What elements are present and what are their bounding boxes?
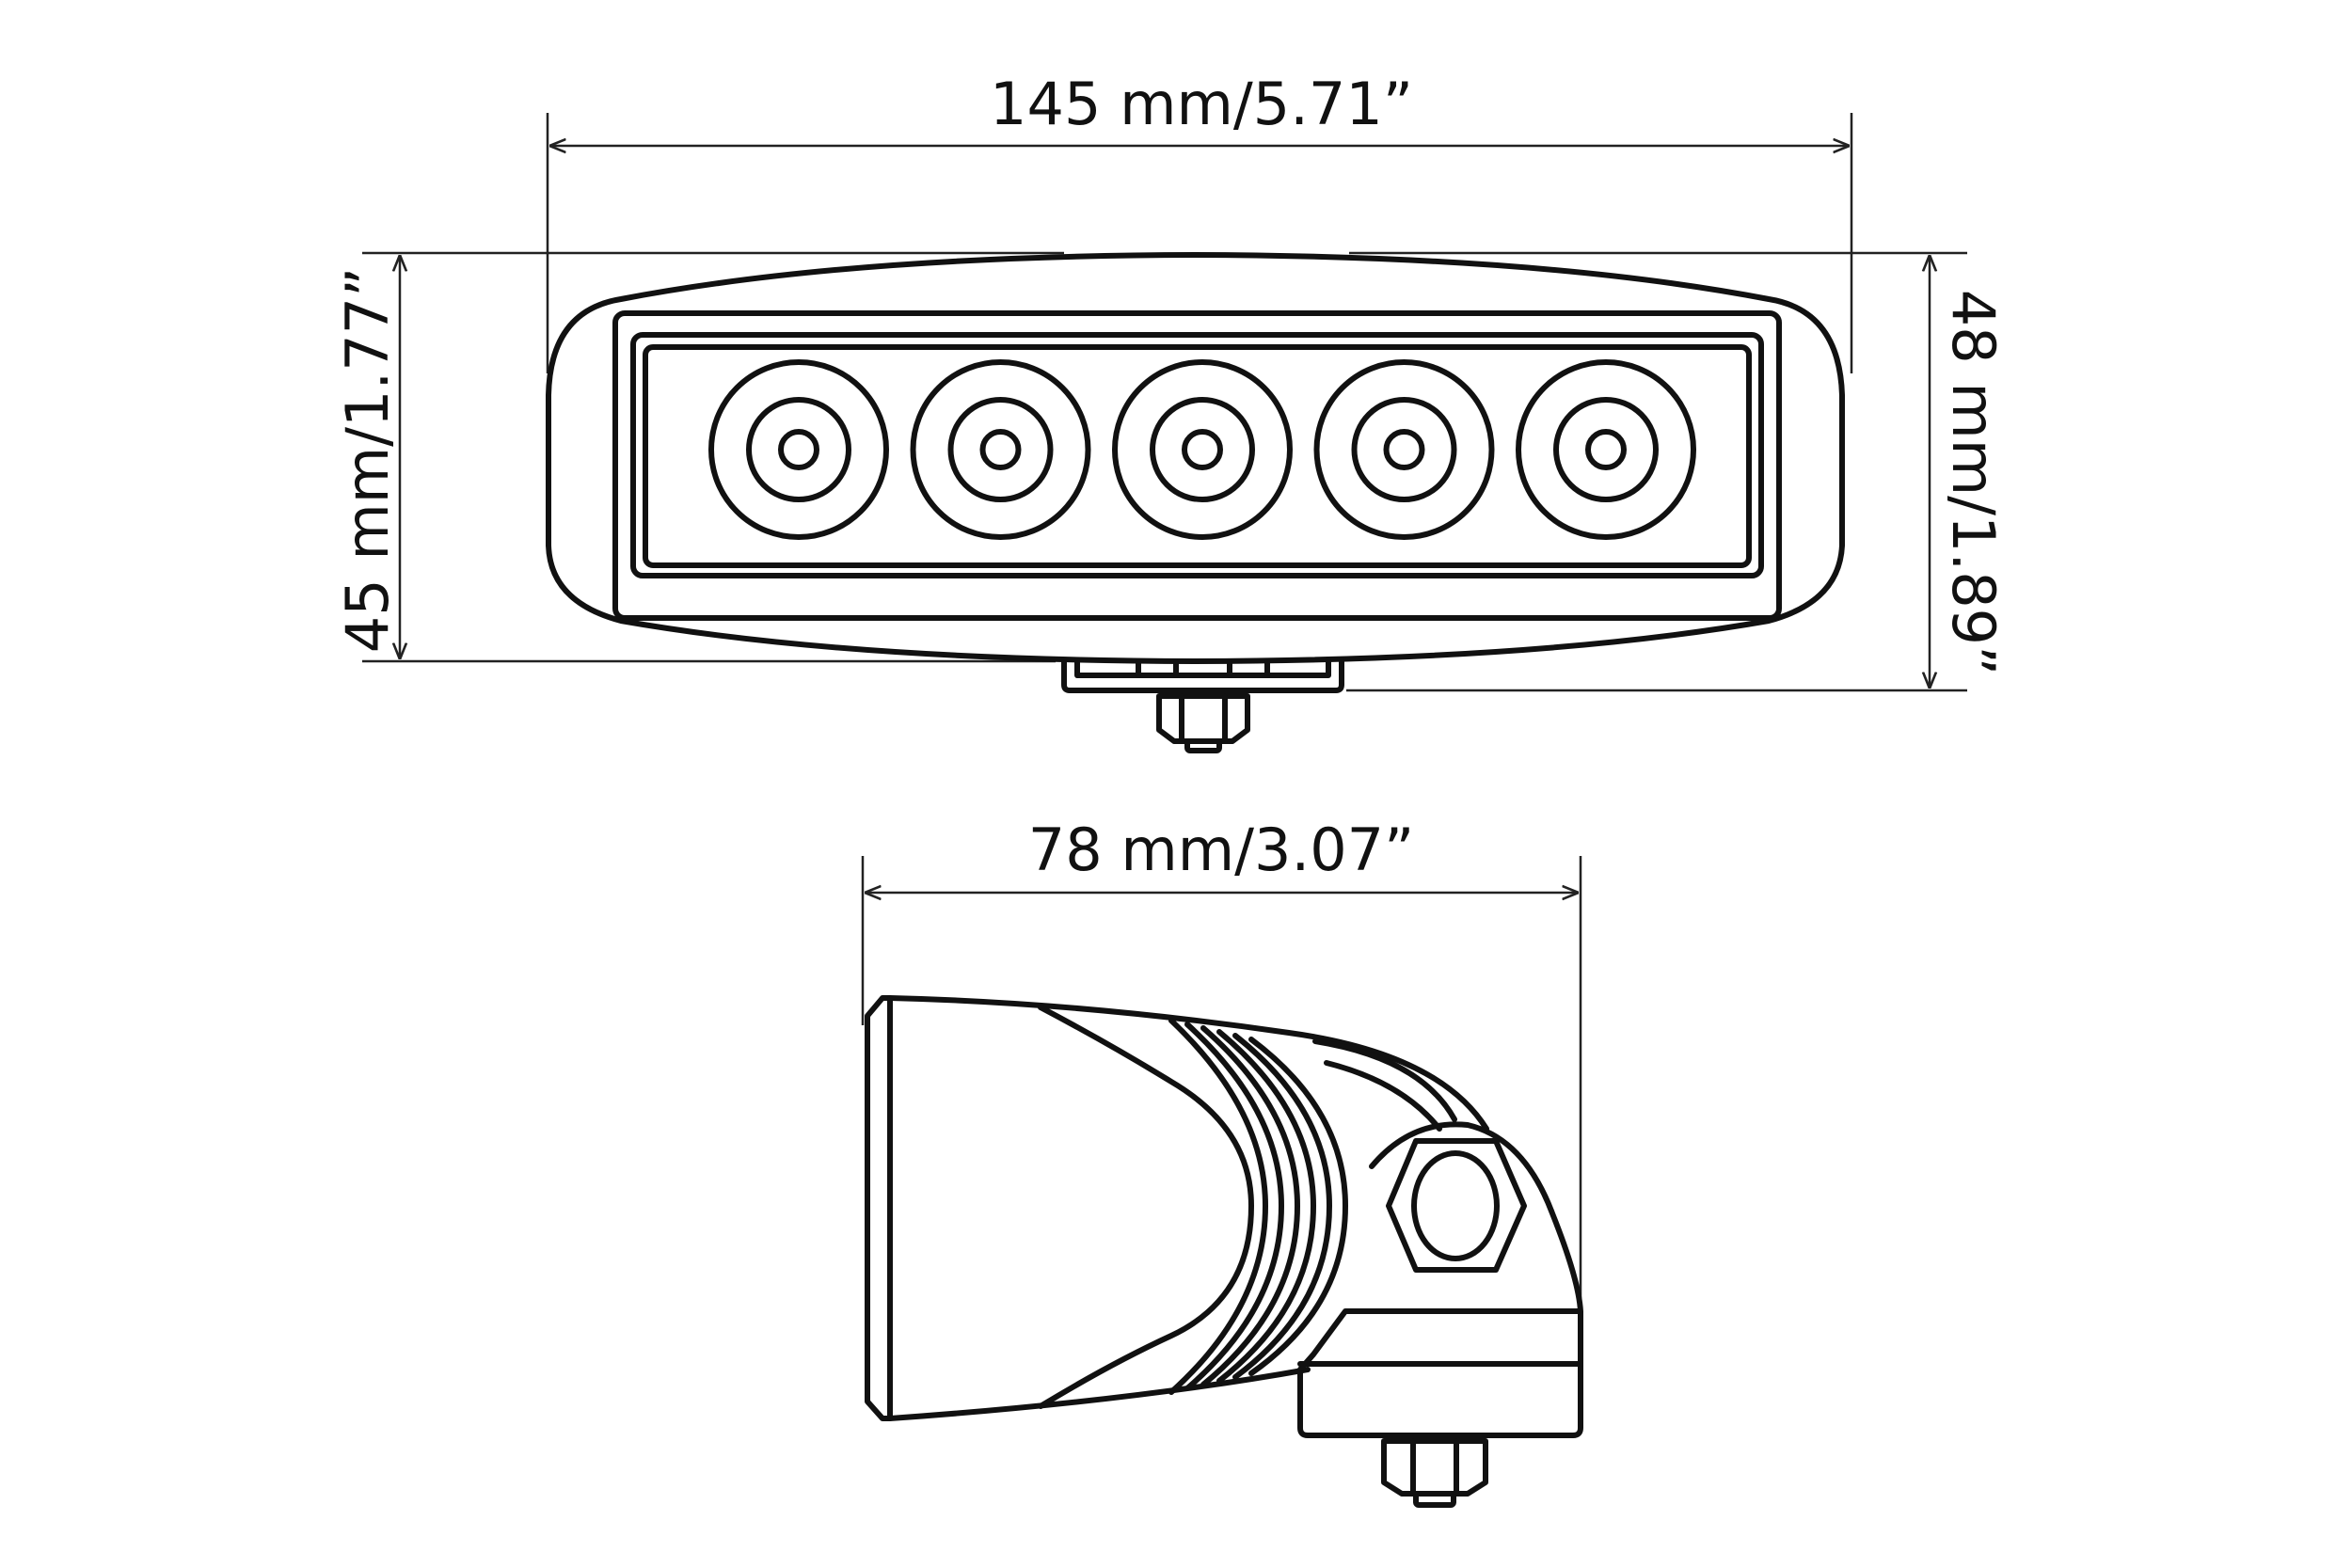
left-height-dimension: 45 mm/1.77” bbox=[333, 251, 1064, 663]
fin bbox=[1200, 1025, 1300, 1387]
led-lens bbox=[1313, 359, 1495, 540]
fin bbox=[1168, 1018, 1268, 1395]
bezel-frame bbox=[612, 310, 1782, 621]
led-ring bbox=[1351, 397, 1457, 502]
led-chip bbox=[979, 429, 1022, 470]
depth-dimension: 78 mm/3.07” bbox=[861, 816, 1582, 1304]
led-lens bbox=[1516, 359, 1696, 540]
led-ring bbox=[746, 397, 851, 502]
led-reflector bbox=[910, 359, 1091, 540]
fin bbox=[1248, 1037, 1348, 1376]
bolt-shaft bbox=[1411, 1150, 1500, 1261]
led-reflector bbox=[1516, 359, 1696, 540]
bolt-nut bbox=[1156, 693, 1250, 753]
led-lens bbox=[708, 359, 889, 540]
depth-label: 78 mm/3.07” bbox=[1028, 816, 1414, 884]
mount-bracket bbox=[1061, 657, 1344, 693]
led-chip bbox=[1585, 429, 1627, 470]
side-housing-bottom bbox=[887, 1367, 1311, 1421]
head-contour bbox=[1038, 1005, 1254, 1409]
fin bbox=[1232, 1033, 1332, 1380]
width-dimension: 145 mm/5.71” bbox=[546, 70, 1853, 373]
side-bolt-nut bbox=[1381, 1438, 1488, 1508]
led-chip bbox=[1182, 429, 1223, 470]
led-reflector bbox=[1313, 359, 1495, 540]
side-bracket bbox=[1297, 1121, 1583, 1438]
fin bbox=[1216, 1029, 1316, 1384]
led-chip bbox=[1383, 429, 1425, 470]
width-label: 145 mm/5.71” bbox=[990, 70, 1413, 138]
led-ring bbox=[947, 397, 1054, 502]
led-lens bbox=[1112, 359, 1293, 540]
bracket-arm bbox=[1312, 1038, 1457, 1132]
right-height-label: 48 mm/1.89” bbox=[1939, 290, 2008, 675]
lens-frame bbox=[630, 332, 1764, 578]
hex-bolt-head bbox=[1386, 1138, 1527, 1273]
led-reflector bbox=[708, 359, 889, 540]
lens-inner bbox=[643, 344, 1752, 568]
front-view bbox=[546, 252, 1845, 753]
front-plate bbox=[865, 995, 893, 1421]
right-height-dimension: 48 mm/1.89” bbox=[1346, 251, 2008, 692]
led-ring bbox=[1150, 397, 1255, 502]
led-ring bbox=[1553, 397, 1659, 502]
side-housing-top bbox=[887, 995, 1489, 1132]
led-reflector bbox=[1112, 359, 1293, 540]
led-lens bbox=[910, 359, 1091, 540]
fin bbox=[1184, 1022, 1284, 1391]
cooling-fins bbox=[1168, 1018, 1348, 1395]
led-chip bbox=[778, 429, 819, 470]
left-height-label: 45 mm/1.77” bbox=[333, 267, 402, 653]
side-view bbox=[865, 995, 1583, 1508]
